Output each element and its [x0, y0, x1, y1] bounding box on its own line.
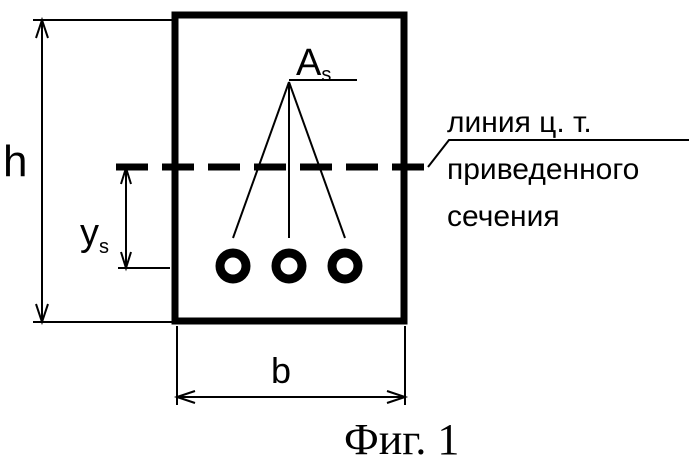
- as-leader-left: [233, 82, 289, 238]
- ys-label-subscript: s: [99, 236, 109, 258]
- height-label: h: [3, 140, 27, 184]
- as-leader-right: [289, 82, 345, 238]
- width-label: b: [271, 353, 291, 389]
- centroid-note-line-1: линия ц. т.: [447, 108, 592, 138]
- centroid-note-line-2: приведенного: [447, 155, 639, 185]
- ys-label: ys: [80, 214, 109, 257]
- ys-label-main: y: [80, 212, 99, 254]
- rebar-1: [220, 253, 246, 279]
- as-label-main: A: [296, 42, 321, 84]
- centroid-note-line-3: сечения: [447, 202, 560, 232]
- rebar-2: [276, 253, 302, 279]
- figure-caption: Фиг. 1: [344, 418, 459, 462]
- as-label: As: [296, 44, 331, 85]
- rebar-3: [332, 253, 358, 279]
- as-label-subscript: s: [321, 64, 331, 86]
